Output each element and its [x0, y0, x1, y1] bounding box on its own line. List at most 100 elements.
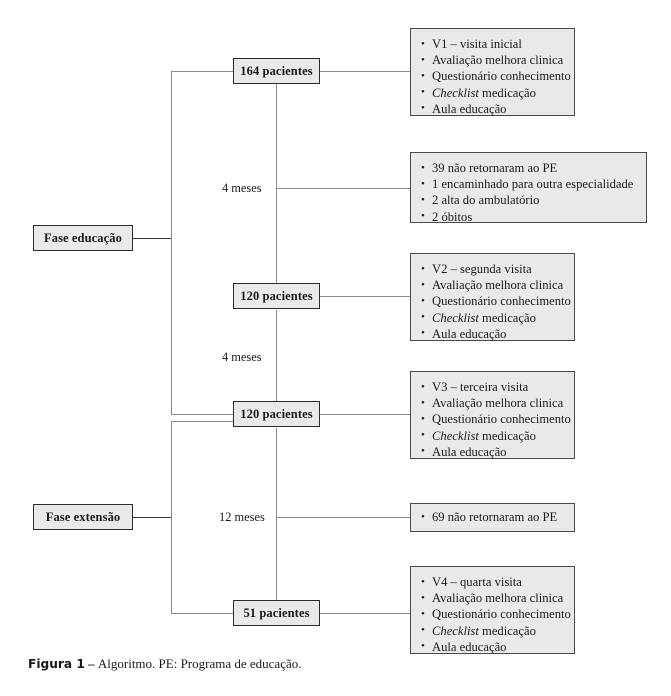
list-item-text: Questionário conhecimento — [432, 69, 571, 84]
list-item: Checklist medicação — [421, 309, 565, 326]
list-item-text: Aula educação — [432, 101, 507, 116]
visit-box-3[interactable]: V3 – terceira visita Avaliação melhora c… — [410, 371, 575, 460]
cohort-box-164[interactable]: 164 pacientes — [233, 58, 320, 84]
figure-caption: Figura 1 – Algoritmo. PE: Programa de ed… — [28, 656, 301, 672]
list-item: V4 – quarta visita — [421, 573, 565, 590]
dropout-1-list: 39 não retornaram ao PE 1 encaminhado pa… — [421, 159, 637, 225]
list-item-text: 2 alta do ambulatório — [432, 193, 540, 208]
list-item: V1 – visita inicial — [421, 35, 565, 52]
visit-2-list: V2 – segunda visita Avaliação melhora cl… — [421, 260, 571, 342]
list-item-text: Aula educação — [432, 444, 507, 459]
connector-164-to-visit1 — [320, 71, 410, 72]
list-item-emphasis: Checklist — [432, 623, 479, 638]
connector-spine-120a-to-120b — [276, 310, 277, 414]
list-item-text: medicação — [478, 310, 536, 325]
visit-1-list: V1 – visita inicial Avaliação melhora cl… — [421, 35, 571, 117]
list-item-text: V1 – visita inicial — [432, 37, 522, 51]
list-item: Questionário conhecimento — [421, 411, 571, 427]
list-item: Checklist medicação — [421, 622, 565, 639]
connector-spine-12meses-to-51 — [276, 517, 277, 613]
list-item-text: Avaliação melhora clinica — [432, 396, 564, 411]
list-item: Checklist medicação — [421, 84, 565, 101]
dropout-2-list: 69 não retornaram ao PE — [421, 509, 557, 525]
connector-bracket-extension-bottom — [171, 613, 233, 614]
connector-spine-4meses-to-120a — [276, 197, 277, 296]
dropout-box-1[interactable]: 39 não retornaram ao PE 1 encaminhado pa… — [410, 152, 647, 225]
list-item: 69 não retornaram ao PE — [421, 509, 557, 525]
connector-spine-164-to-4meses — [276, 84, 277, 197]
cohort-box-120-b[interactable]: 120 pacientes — [233, 401, 320, 427]
list-item: V3 – terceira visita — [421, 378, 565, 395]
connector-120a-to-visit2 — [320, 296, 410, 297]
interval-label-4-meses-2: 4 meses — [222, 350, 262, 364]
visit-box-4[interactable]: V4 – quarta visita Avaliação melhora cli… — [410, 566, 575, 655]
list-item-text: 1 encaminhado para outra especialidade — [432, 177, 634, 192]
list-item-text: medicação — [478, 428, 536, 443]
list-item: Aula educação — [421, 443, 565, 460]
cohort-box-51[interactable]: 51 pacientes — [233, 600, 320, 626]
list-item: 39 não retornaram ao PE — [421, 159, 637, 176]
list-item-text: V2 – segunda visita — [432, 262, 532, 276]
list-item: Aula educação — [421, 100, 565, 117]
cohort-label-120-a: 120 pacientes — [240, 288, 313, 303]
phase-box-extensao[interactable]: Fase extensão — [33, 504, 133, 530]
connector-12meses-to-dropout2 — [276, 517, 410, 518]
connector-bracket-education-bottom — [171, 414, 233, 415]
list-item: Avaliação melhora clinica — [421, 590, 565, 606]
list-item-emphasis: Checklist — [432, 428, 479, 443]
visit-4-list: V4 – quarta visita Avaliação melhora cli… — [421, 573, 571, 655]
list-item: 2 alta do ambulatório — [421, 192, 637, 208]
interval-label-4-meses-1: 4 meses — [222, 181, 262, 195]
connector-bracket-extension — [171, 421, 172, 613]
phase-label-educacao: Fase educação — [43, 230, 123, 245]
connector-spine-120b-to-12meses — [276, 428, 277, 517]
cohort-box-120-a[interactable]: 120 pacientes — [233, 283, 320, 309]
visit-3-list: V3 – terceira visita Avaliação melhora c… — [421, 378, 571, 460]
list-item-text: 2 óbitos — [432, 209, 473, 224]
connector-bracket-education-top — [171, 71, 233, 72]
connector-bracket-extension-top — [171, 421, 233, 422]
list-item: Avaliação melhora clinica — [421, 52, 565, 68]
connector-120b-to-visit3 — [320, 414, 410, 415]
connector-51-to-visit4 — [320, 613, 410, 614]
list-item-emphasis: Checklist — [432, 310, 479, 325]
list-item: Questionário conhecimento — [421, 68, 571, 84]
visit-box-2[interactable]: V2 – segunda visita Avaliação melhora cl… — [410, 253, 575, 342]
list-item-text: Questionário conhecimento — [432, 412, 571, 427]
cohort-label-164: 164 pacientes — [240, 63, 313, 78]
list-item-text: V4 – quarta visita — [432, 575, 522, 589]
phase-label-extensao: Fase extensão — [45, 509, 121, 524]
figure-caption-label: Figura 1 — [28, 657, 85, 671]
list-item-text: medicação — [478, 623, 536, 638]
visit-box-1[interactable]: V1 – visita inicial Avaliação melhora cl… — [410, 28, 575, 117]
list-item-text: medicação — [478, 85, 536, 100]
phase-box-educacao[interactable]: Fase educação — [33, 225, 133, 251]
connector-fase-extensao-stem — [133, 517, 171, 518]
list-item: Questionário conhecimento — [421, 606, 571, 622]
list-item-text: Aula educação — [432, 326, 507, 341]
cohort-label-51: 51 pacientes — [243, 605, 310, 620]
list-item-text: Avaliação melhora clinica — [432, 278, 564, 293]
list-item: Questionário conhecimento — [421, 293, 571, 309]
list-item: Checklist medicação — [421, 427, 565, 444]
list-item-text: Aula educação — [432, 639, 507, 654]
list-item: Aula educação — [421, 638, 565, 655]
figure-caption-dash: – — [88, 656, 95, 671]
list-item-emphasis: Checklist — [432, 85, 479, 100]
connector-4meses-to-dropout1 — [276, 188, 410, 189]
figure-caption-text: Algoritmo. PE: Programa de educação. — [97, 656, 302, 671]
connector-fase-educacao-stem — [133, 238, 171, 239]
cohort-label-120-b: 120 pacientes — [240, 406, 313, 421]
list-item-text: Questionário conhecimento — [432, 294, 571, 309]
list-item-text: 39 não retornaram ao PE — [432, 161, 558, 175]
list-item-text: Avaliação melhora clinica — [432, 591, 564, 606]
dropout-box-2[interactable]: 69 não retornaram ao PE — [410, 503, 575, 532]
list-item-text: Questionário conhecimento — [432, 607, 571, 622]
list-item: V2 – segunda visita — [421, 260, 565, 277]
list-item-text: 69 não retornaram ao PE — [432, 510, 558, 525]
list-item: Aula educação — [421, 325, 565, 342]
list-item: Avaliação melhora clinica — [421, 395, 565, 411]
interval-label-12-meses: 12 meses — [219, 510, 265, 524]
list-item: 1 encaminhado para outra especialidade — [421, 176, 637, 192]
